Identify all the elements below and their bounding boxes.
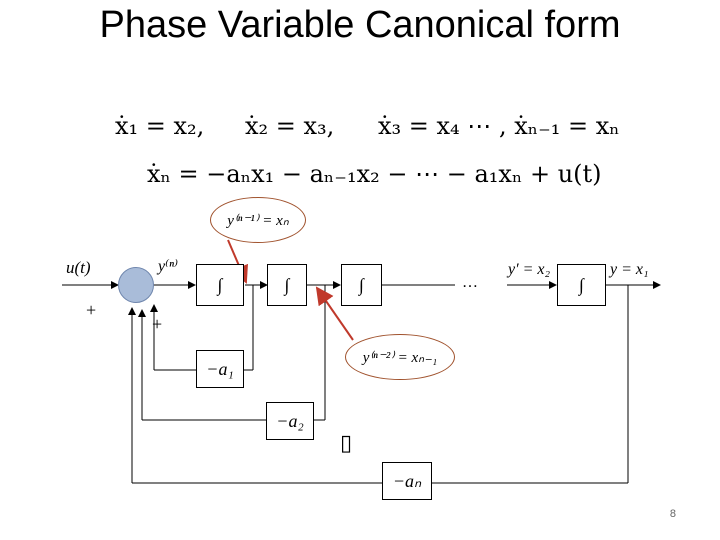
plus-sign-input: + [86, 300, 97, 320]
integrator-1: ∫ [196, 264, 244, 306]
equation-x2: ẋ₂ = x₃, [245, 112, 335, 140]
equation-x1: ẋ₁ = x₂, [115, 112, 205, 140]
plus-sign-feedback: + [152, 314, 163, 334]
sum-output-label: y⁽ⁿ⁾ [158, 258, 178, 275]
gain-an: −aₙ [382, 462, 432, 500]
ellipsis: … [462, 274, 478, 291]
placeholder-box: ▯ [340, 430, 353, 455]
page-number: 8 [669, 508, 676, 520]
gain-a2: −a₂ [266, 402, 314, 440]
state-label-x1: y = x₁ [610, 261, 649, 278]
equation-x3-to-xn1: ẋ₃ = x₄ ⋯ , ẋₙ₋₁ = xₙ [378, 112, 620, 140]
annotation-xn-1: y⁽ⁿ⁻²⁾ = xₙ₋₁ [345, 334, 455, 380]
summing-junction [118, 267, 154, 303]
gain-a1: −a₁ [196, 350, 244, 388]
annotation-xn: y⁽ⁿ⁻¹⁾ = xₙ [210, 197, 306, 243]
equation-xn: ẋₙ = −aₙx₁ − aₙ₋₁x₂ − ⋯ − a₁xₙ + u(t) [147, 160, 602, 188]
input-label: u(t) [66, 258, 91, 277]
integrator-2: ∫ [267, 264, 307, 306]
integrator-3: ∫ [341, 264, 382, 306]
state-label-x2: y′ = x₂ [508, 261, 551, 278]
page-title: Phase Variable Canonical form [99, 4, 621, 46]
integrator-4: ∫ [557, 264, 606, 306]
